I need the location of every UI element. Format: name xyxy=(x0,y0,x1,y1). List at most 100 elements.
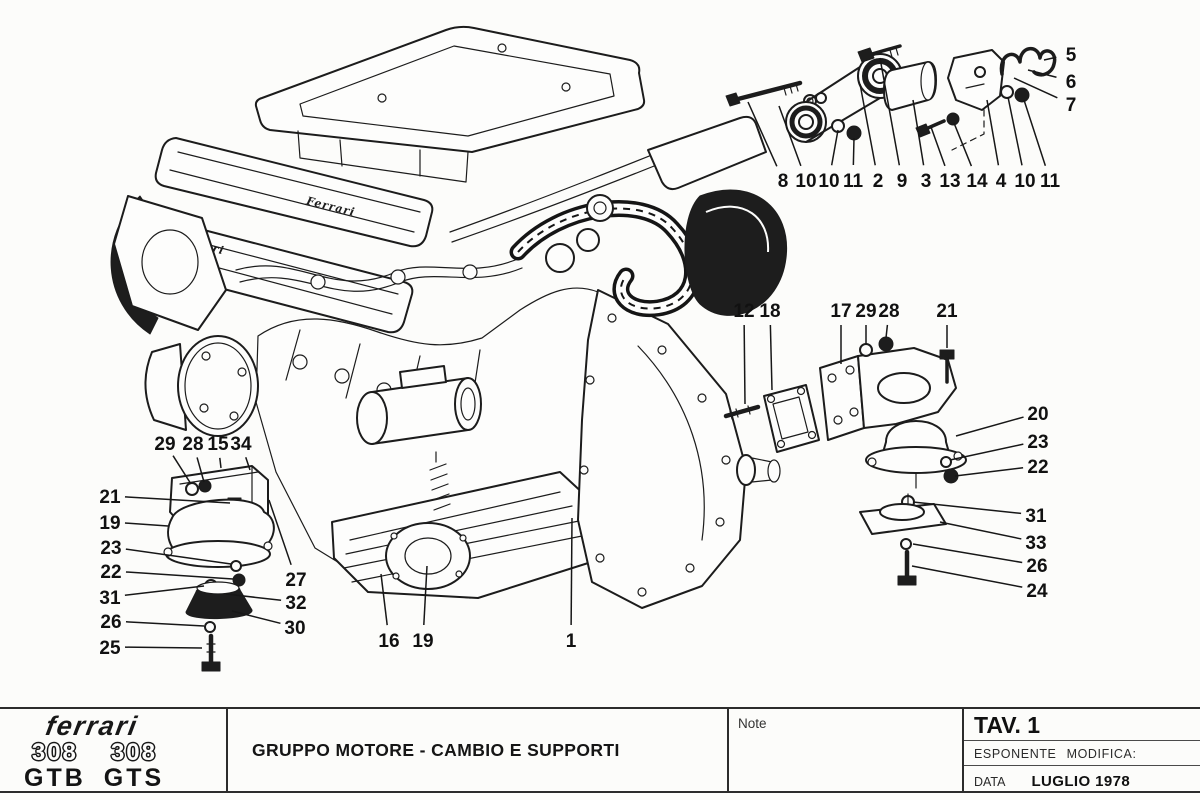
callout-5: 5 xyxy=(1066,45,1077,66)
leader-line xyxy=(930,126,946,167)
callout-16: 16 xyxy=(378,631,399,652)
leader-line xyxy=(778,105,802,167)
callout-30: 30 xyxy=(284,618,305,639)
leader-line xyxy=(769,324,773,391)
leader-line xyxy=(380,573,388,626)
leader-line xyxy=(125,571,234,580)
badge-308-gts: 308 GTS xyxy=(104,740,164,791)
leader-line xyxy=(172,455,192,485)
leader-line xyxy=(879,57,901,166)
callout-19: 19 xyxy=(99,513,120,534)
leader-line xyxy=(245,456,251,471)
callout-6: 6 xyxy=(1066,72,1077,93)
leader-line xyxy=(125,548,232,565)
callout-32: 32 xyxy=(285,593,306,614)
callout-22: 22 xyxy=(1027,457,1048,478)
leader-line xyxy=(949,443,1024,461)
brand-cell: ferrari 308 GTB 308 GTS xyxy=(0,709,226,791)
callout-27: 27 xyxy=(285,570,306,591)
leader-line xyxy=(747,101,778,167)
callout-15: 15 xyxy=(207,434,229,455)
leader-line xyxy=(830,129,839,166)
leader-line xyxy=(1043,56,1057,61)
leader-line xyxy=(911,565,1023,588)
leader-line xyxy=(852,137,855,166)
callout-31: 31 xyxy=(1025,506,1047,527)
exhaust-hose xyxy=(509,115,788,318)
callout-24: 24 xyxy=(1026,581,1048,602)
callout-11: 11 xyxy=(843,171,864,192)
callout-23: 23 xyxy=(1027,432,1048,453)
leader-line xyxy=(125,621,205,627)
model-badges: 308 GTB 308 GTS xyxy=(24,740,226,791)
leader-line xyxy=(225,593,282,602)
alternator xyxy=(110,195,259,437)
callout-22: 22 xyxy=(100,562,121,583)
callout-26: 26 xyxy=(1026,556,1047,577)
callout-4: 4 xyxy=(996,171,1007,192)
leader-line xyxy=(885,324,889,339)
leader-line xyxy=(1007,96,1023,166)
callout-14: 14 xyxy=(966,171,988,192)
leader-line xyxy=(231,610,281,625)
plate-cell: TAV. 1 ESPONENTE MODIFICA: DATA LUGLIO 1… xyxy=(962,709,1200,791)
callout-11: 11 xyxy=(1040,171,1061,192)
callout-28: 28 xyxy=(878,301,899,322)
leader-line xyxy=(124,496,231,504)
callout-12: 12 xyxy=(733,301,754,322)
leader-line xyxy=(912,501,1022,515)
callout-20: 20 xyxy=(1027,404,1048,425)
callout-25: 25 xyxy=(99,638,121,659)
mount-assembly-left xyxy=(163,465,275,672)
callout-34: 34 xyxy=(230,434,252,455)
badge-model-text: 308 xyxy=(110,739,157,766)
ferrari-script-logo: ferrari xyxy=(43,711,141,741)
starter-motor xyxy=(356,365,482,445)
callout-7: 7 xyxy=(1066,95,1077,116)
engine-diagram: Ferrari Ferrari xyxy=(99,25,1077,672)
plate-esponente: ESPONENTE MODIFICA: xyxy=(964,741,1200,766)
leader-line xyxy=(570,517,573,626)
callout-29: 29 xyxy=(855,301,876,322)
air-cleaner xyxy=(254,25,646,183)
note-cell: Note xyxy=(727,709,962,791)
callout-19: 19 xyxy=(412,631,433,652)
mount-assembly-mid-right xyxy=(723,336,967,586)
leader-line xyxy=(1027,69,1057,79)
callout-18: 18 xyxy=(759,301,780,322)
callout-23: 23 xyxy=(100,538,121,559)
callout-33: 33 xyxy=(1025,533,1046,554)
plate-number: TAV. 1 xyxy=(964,709,1200,741)
drawing-title: GRUPPO MOTORE - CAMBIO E SUPPORTI xyxy=(226,709,727,791)
leader-line xyxy=(955,416,1024,437)
leader-line xyxy=(124,522,169,527)
leader-line xyxy=(912,543,1023,564)
callout-13: 13 xyxy=(939,171,960,192)
leader-line xyxy=(1013,77,1058,99)
leader-line xyxy=(859,83,876,166)
mount-assembly-top-right xyxy=(725,44,1057,151)
callout-9: 9 xyxy=(897,171,908,192)
leader-line xyxy=(124,646,203,649)
callout-28: 28 xyxy=(182,434,203,455)
leader-line xyxy=(423,565,428,626)
leader-line xyxy=(743,324,746,405)
plate-date-label: DATA xyxy=(974,775,1006,789)
leader-line xyxy=(196,457,205,483)
plate-date-row: DATA LUGLIO 1978 xyxy=(964,766,1200,797)
badge-trim-text: GTS xyxy=(103,764,165,791)
badge-model-text: 308 xyxy=(31,739,78,766)
callout-8: 8 xyxy=(778,171,789,192)
plate-date-value: LUGLIO 1978 xyxy=(1031,773,1131,790)
callout-1: 1 xyxy=(566,631,577,652)
callout-21: 21 xyxy=(99,487,121,508)
callout-26: 26 xyxy=(100,612,121,633)
leader-line xyxy=(268,499,292,566)
title-block: ferrari 308 GTB 308 GTS GRUPPO MOTORE - … xyxy=(0,707,1200,793)
callout-29: 29 xyxy=(154,434,175,455)
gearbox-sump xyxy=(331,451,613,599)
callout-10: 10 xyxy=(795,171,816,192)
leader-line xyxy=(1023,99,1047,166)
